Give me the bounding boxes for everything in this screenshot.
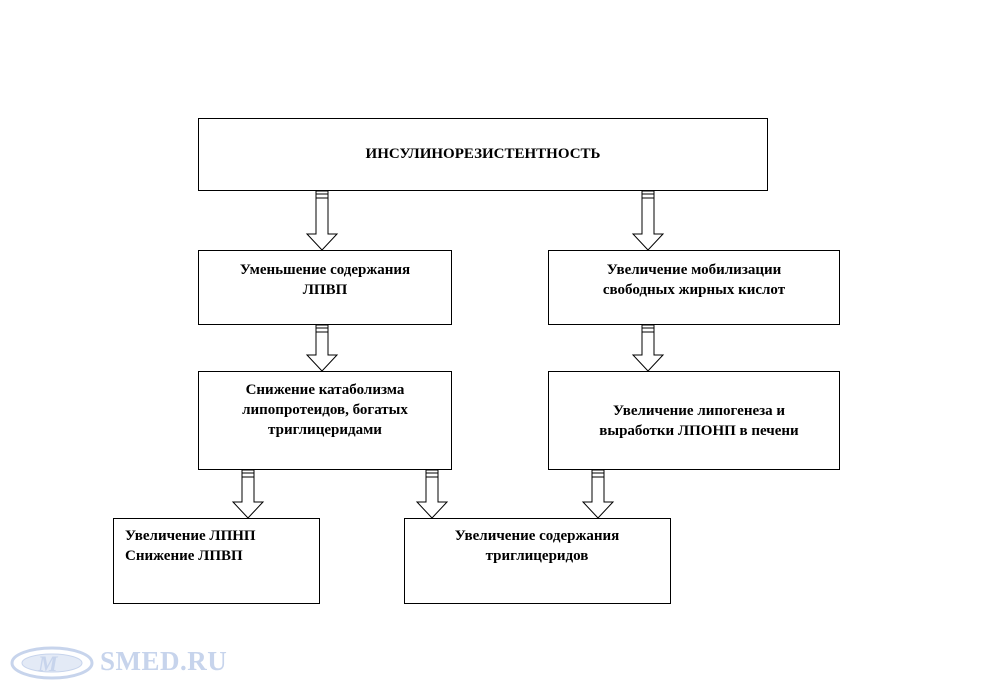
node-insulin-resistance: ИНСУЛИНОРЕЗИСТЕНТНОСТЬ xyxy=(198,118,768,191)
node-hdl-decrease: Уменьшение содержания ЛПВП xyxy=(198,250,452,325)
flow-arrow xyxy=(631,190,665,251)
node-lipogenesis-increase: Увеличение липогенеза и выработки ЛПОНП … xyxy=(548,371,840,470)
node-label: Уменьшение содержания ЛПВП xyxy=(239,262,411,298)
watermark: M SMED.RU xyxy=(8,642,248,684)
flow-arrow xyxy=(631,324,665,372)
flow-arrow xyxy=(305,190,339,251)
flow-arrow xyxy=(231,469,265,519)
node-label: Увеличение липогенеза и выработки ЛПОНП … xyxy=(599,403,799,439)
svg-text:M: M xyxy=(37,651,59,676)
node-catabolism-decrease: Снижение катаболизма липопротеидов, бога… xyxy=(198,371,452,470)
node-ldl-hdl: Увеличение ЛПНП Снижение ЛПВП xyxy=(113,518,320,604)
node-label: Увеличение ЛПНП Снижение ЛПВП xyxy=(125,528,256,564)
flow-arrow xyxy=(581,469,615,519)
node-label: ИНСУЛИНОРЕЗИСТЕНТНОСТЬ xyxy=(365,146,601,162)
watermark-text: SMED.RU xyxy=(100,646,228,676)
node-triglycerides-increase: Увеличение содержания триглицеридов xyxy=(404,518,671,604)
flow-arrow xyxy=(415,469,449,519)
node-ffa-mobilization: Увеличение мобилизации свободных жирных … xyxy=(548,250,840,325)
node-label: Увеличение мобилизации свободных жирных … xyxy=(602,262,786,298)
smed-logo-icon: M xyxy=(10,646,94,680)
node-label: Увеличение содержания триглицеридов xyxy=(454,528,620,564)
node-label: Снижение катаболизма липопротеидов, бога… xyxy=(242,382,408,438)
flow-arrow xyxy=(305,324,339,372)
